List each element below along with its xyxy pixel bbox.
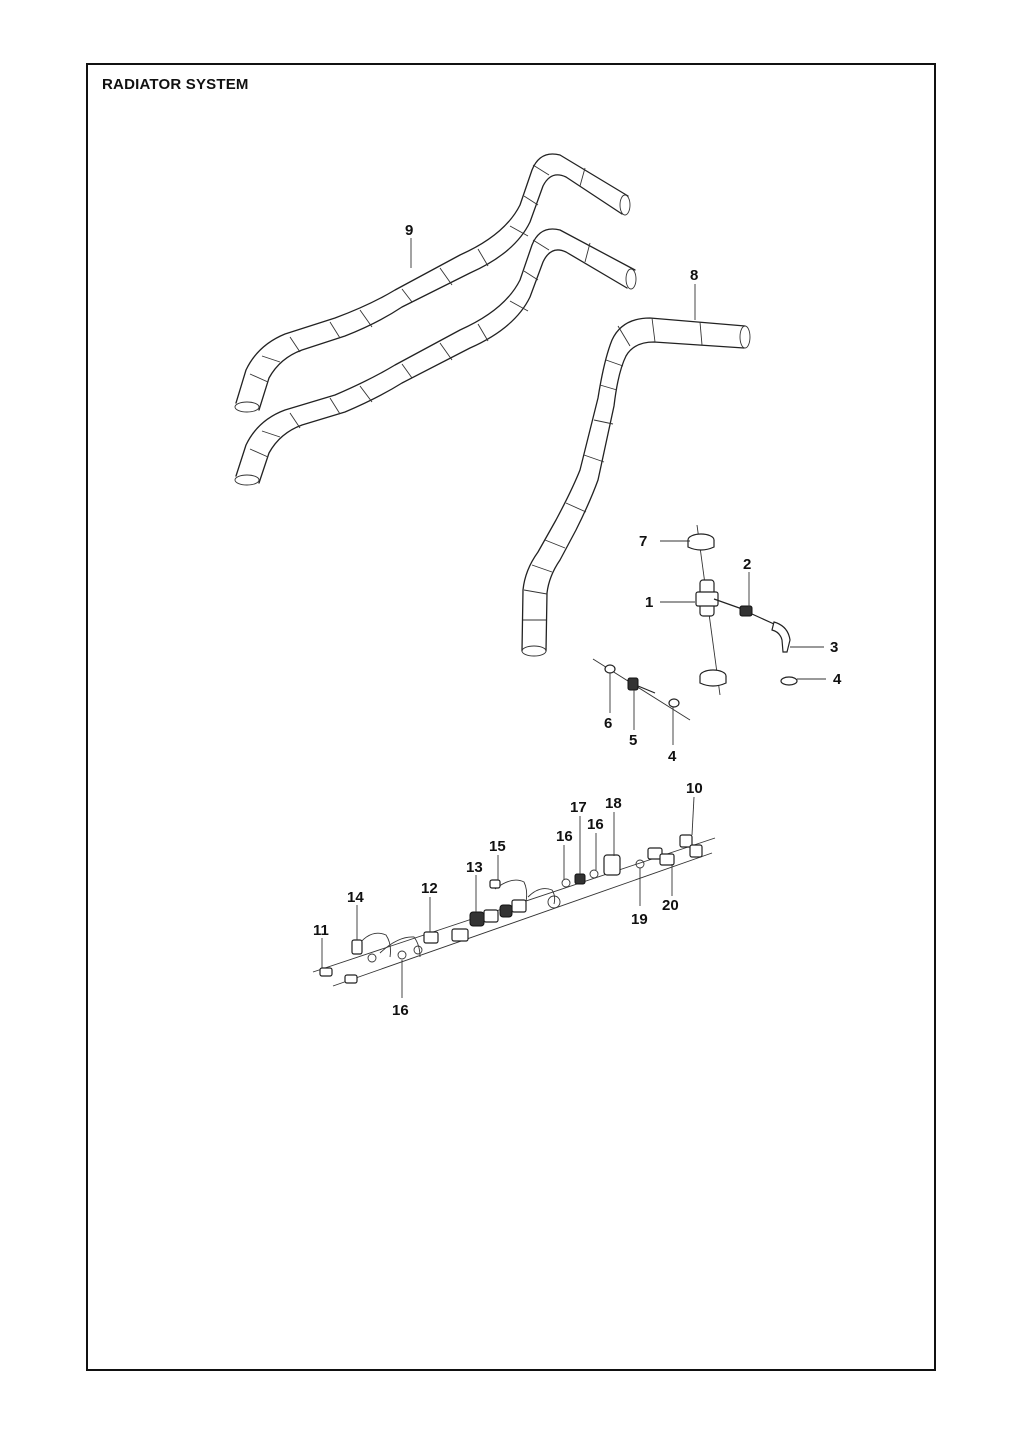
t-fitting-assembly	[687, 524, 798, 696]
callout-16-lower: 16	[392, 1002, 409, 1019]
callout-11: 11	[313, 922, 329, 939]
callout-4-lower: 4	[668, 748, 677, 765]
callout-6: 6	[604, 715, 612, 732]
callout-15: 15	[489, 838, 506, 855]
callout-labels: 9 8 7 2 1 3 4 6 5 4 10 17 18 16 16 15 13…	[313, 222, 842, 1019]
callout-2: 2	[743, 556, 751, 573]
callout-16-right: 16	[587, 816, 604, 833]
callout-1: 1	[645, 594, 653, 611]
callout-20: 20	[662, 897, 679, 914]
page-title: RADIATOR SYSTEM	[102, 76, 249, 93]
callout-8: 8	[690, 267, 698, 284]
hose-9-upper	[234, 153, 631, 413]
hose-9-lower	[234, 228, 637, 486]
callout-16-middle: 16	[556, 828, 573, 845]
hose-8	[521, 317, 751, 657]
callout-17: 17	[570, 799, 587, 816]
leader-lines	[321, 238, 826, 998]
callout-14: 14	[347, 889, 364, 906]
callout-13: 13	[466, 859, 483, 876]
diagram-frame	[86, 63, 936, 1371]
callout-10: 10	[686, 780, 703, 797]
drain-plug-assembly	[592, 658, 691, 721]
callout-12: 12	[421, 880, 438, 897]
callout-9: 9	[405, 222, 413, 239]
callout-19: 19	[631, 911, 648, 928]
callout-5: 5	[629, 732, 637, 749]
callout-7: 7	[639, 533, 647, 550]
callout-4-upper: 4	[833, 671, 842, 688]
lower-fitting-assembly	[312, 834, 716, 987]
callout-3: 3	[830, 639, 838, 656]
callout-18: 18	[605, 795, 622, 812]
